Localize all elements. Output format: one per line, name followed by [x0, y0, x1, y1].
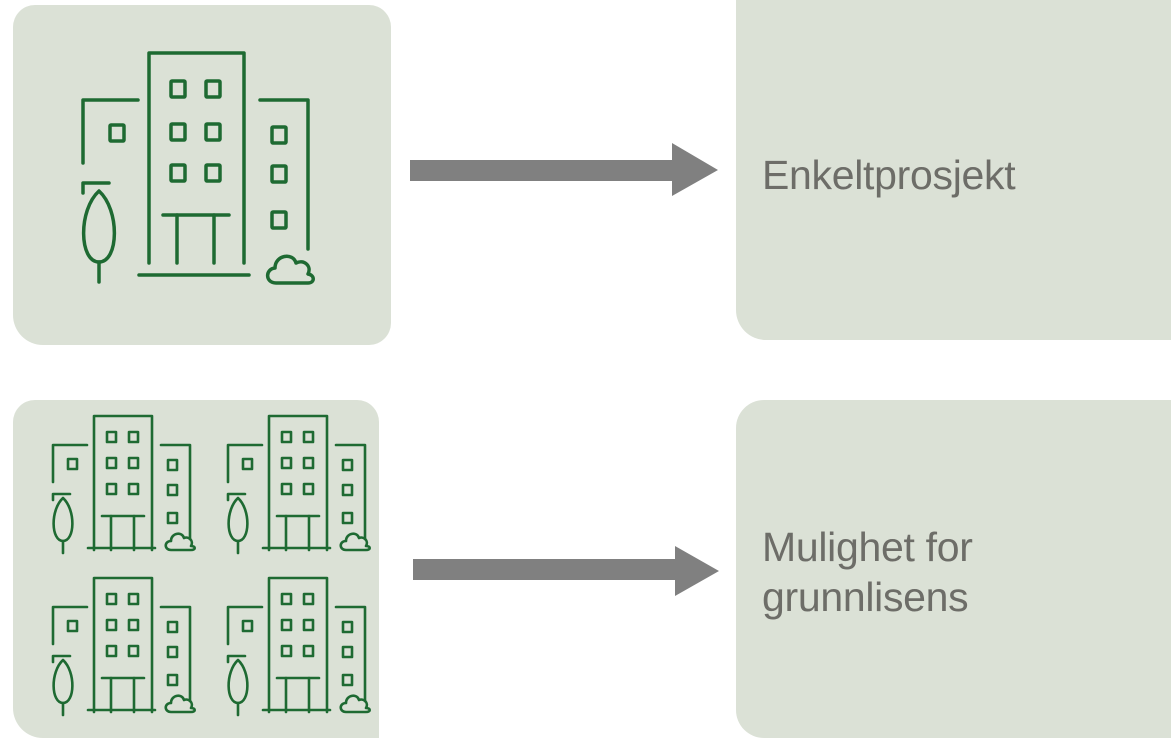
building-icon	[226, 576, 372, 717]
label-line: Mulighet for	[762, 524, 973, 570]
multiple-buildings-panel	[13, 400, 379, 738]
label-line: grunnlisens	[762, 574, 969, 620]
arrow-right-icon	[410, 143, 720, 197]
buildings-grid	[51, 414, 372, 717]
grunnlisens-panel: Mulighet for grunnlisens	[736, 400, 1171, 738]
building-icon	[226, 414, 372, 555]
building-icon	[81, 51, 315, 285]
row-1-label: Enkeltprosjekt	[762, 150, 1016, 200]
arrow-right-icon	[413, 546, 723, 600]
building-icon	[51, 576, 197, 717]
enkeltprosjekt-panel: Enkeltprosjekt	[736, 0, 1171, 340]
label-line: Enkeltprosjekt	[762, 152, 1016, 198]
row-2-label: Mulighet for grunnlisens	[762, 522, 973, 622]
single-building-panel	[13, 5, 391, 345]
